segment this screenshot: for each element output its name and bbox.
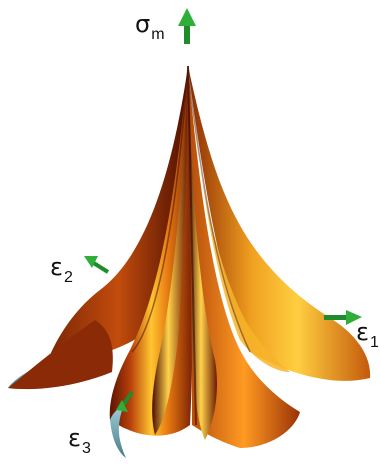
epsilon-2-symbol: ε xyxy=(50,253,63,281)
surface-blade-3 xyxy=(188,66,290,372)
epsilon-2-label: ε2 xyxy=(50,253,73,286)
epsilon-1-subscript: 1 xyxy=(369,334,379,351)
e3-arrow-icon xyxy=(116,390,134,412)
surface-lobe-left-lower xyxy=(8,320,113,390)
e2-arrow-icon xyxy=(84,256,110,274)
epsilon-3-symbol: ε xyxy=(68,424,81,452)
epsilon-1-symbol: ε xyxy=(356,318,369,346)
surface-seam-2 xyxy=(131,65,189,353)
sigma-symbol: σ xyxy=(135,10,151,38)
epsilon-3-label: ε3 xyxy=(68,424,91,457)
surface-lobe-back-left xyxy=(48,66,188,361)
epsilon-1-label: ε1 xyxy=(356,318,379,351)
surface-seam-1 xyxy=(187,65,197,426)
surface-lobe-front-right xyxy=(188,66,300,448)
surface-edge-front xyxy=(110,405,126,458)
surface-blade-2 xyxy=(152,66,188,435)
e1-arrow-icon xyxy=(324,310,362,325)
epsilon-3-subscript: 3 xyxy=(81,440,91,457)
sigma-arrow-icon xyxy=(178,8,196,44)
sigma-subscript: m xyxy=(151,26,165,43)
sigma-m-label: σm xyxy=(135,10,165,43)
surface-seam-3 xyxy=(187,65,251,353)
epsilon-2-subscript: 2 xyxy=(63,269,73,286)
